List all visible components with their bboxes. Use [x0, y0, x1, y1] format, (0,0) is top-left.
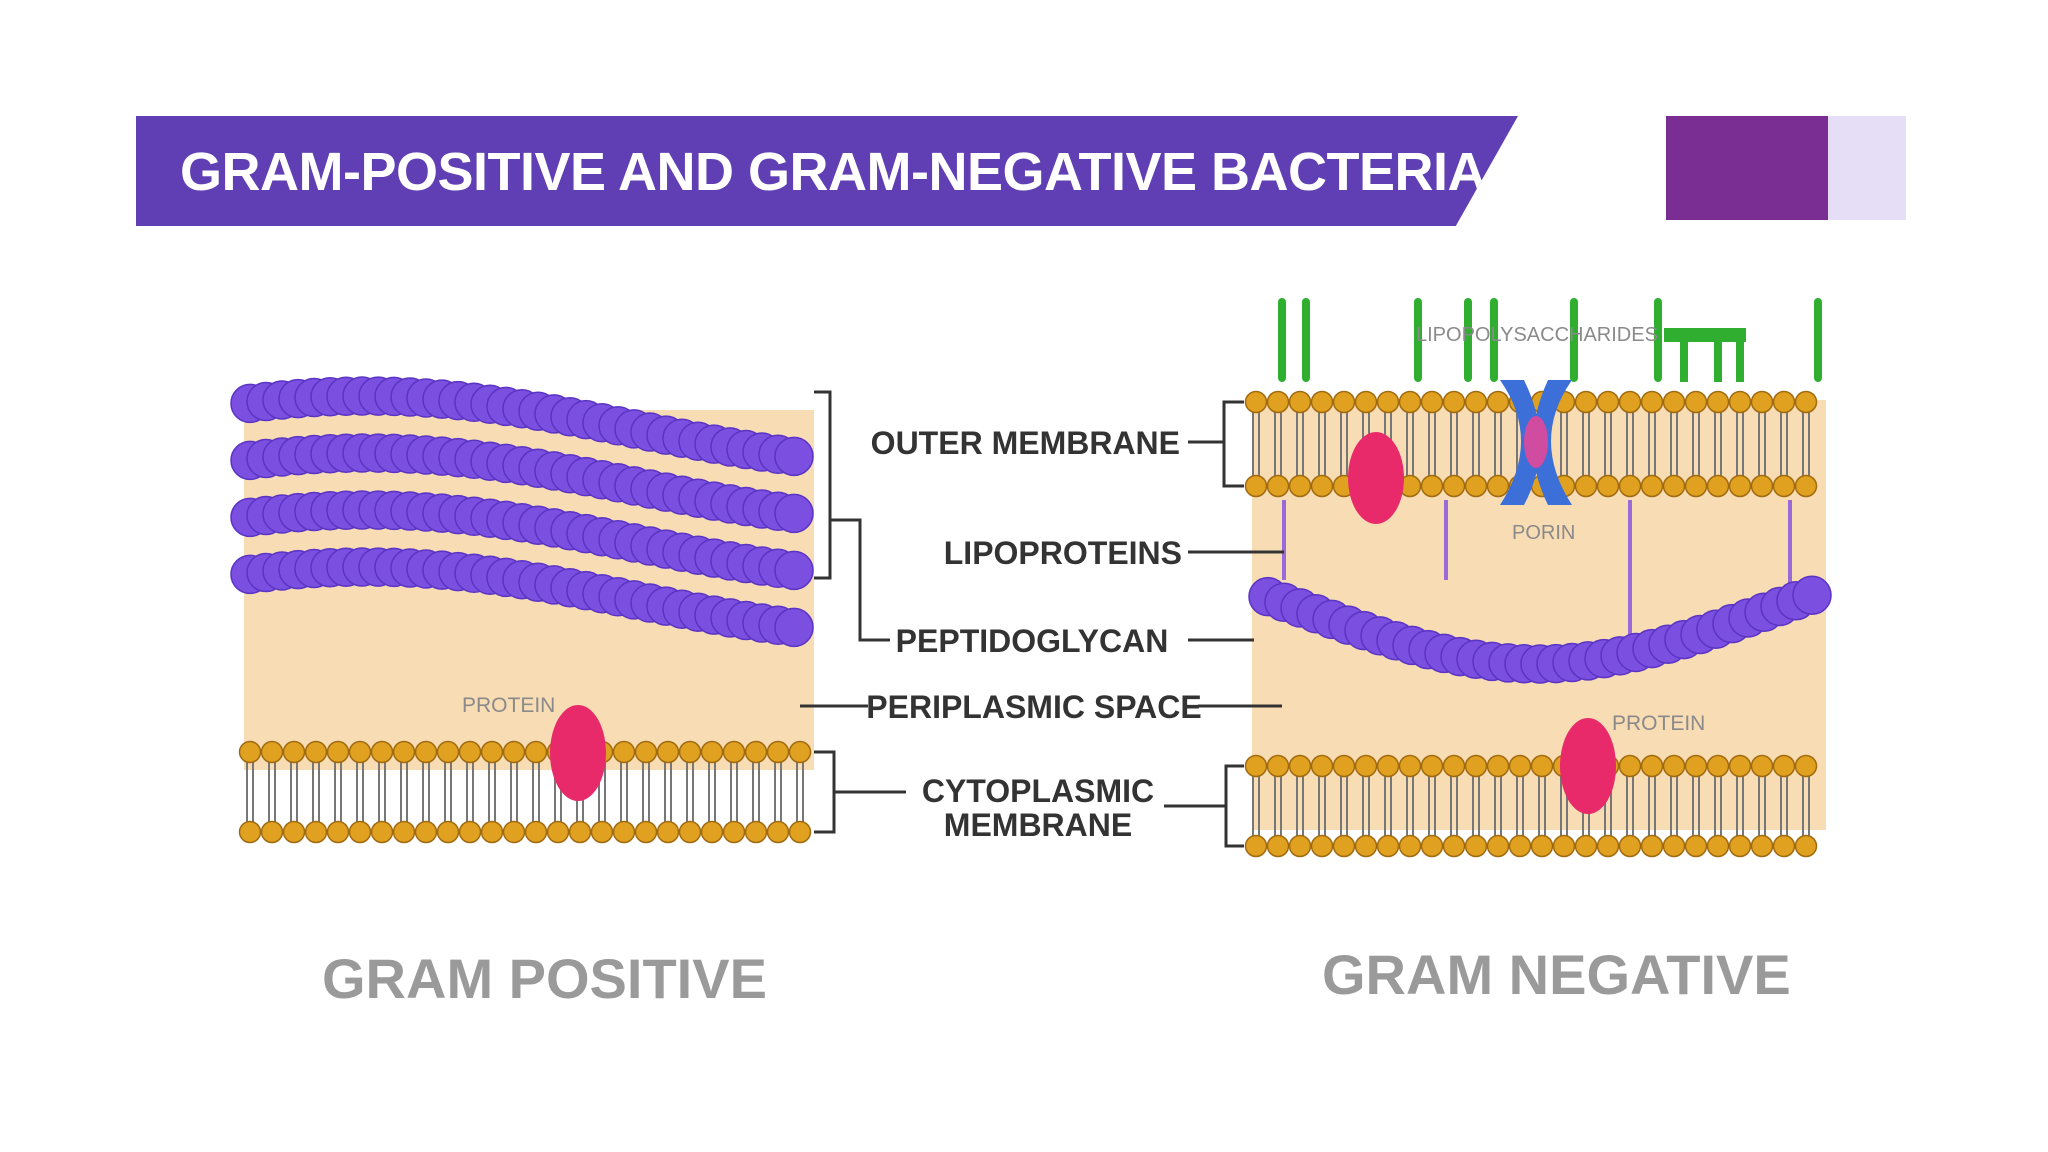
- gp-side-title: GRAM POSITIVE: [322, 947, 767, 1010]
- gram-negative-panel: LIPOPOLYSACCHARIDES PORIN PROTEIN GRAM N…: [1244, 298, 1832, 1006]
- label-cytoplasmic-line1: CYTOPLASMIC: [922, 773, 1154, 809]
- gn-porin-label: PORIN: [1512, 522, 1575, 544]
- gn-side-title: GRAM NEGATIVE: [1322, 943, 1791, 1006]
- gn-protein-outer: [1348, 432, 1404, 524]
- gp-cytoplasmic-membrane: [238, 740, 812, 844]
- gn-protein-inner: [1560, 718, 1616, 814]
- page-title: GRAM-POSITIVE AND GRAM-NEGATIVE BACTERIA: [180, 142, 1487, 202]
- gram-positive-panel: PROTEIN GRAM POSITIVE: [230, 376, 814, 1010]
- gn-cytoplasmic-membrane: [1244, 754, 1818, 858]
- gn-peptidoglycan: [1248, 575, 1832, 684]
- title-banner: GRAM-POSITIVE AND GRAM-NEGATIVE BACTERIA: [136, 116, 1518, 226]
- label-lipoproteins: LIPOPROTEINS: [944, 535, 1182, 571]
- label-outer-membrane: OUTER MEMBRANE: [871, 425, 1180, 461]
- label-cytoplasmic-line2: MEMBRANE: [944, 807, 1132, 843]
- gp-protein: [550, 705, 606, 801]
- gp-peptidoglycan-layers: [230, 376, 814, 648]
- label-peptidoglycan: PEPTIDOGLYCAN: [896, 623, 1169, 659]
- gn-lipopolysaccharides: [1278, 298, 1822, 382]
- accent-block-light: [1828, 116, 1906, 220]
- gn-porin: [1500, 380, 1572, 505]
- gn-lps-label: LIPOPOLYSACCHARIDES: [1416, 324, 1658, 346]
- center-labels: [800, 390, 1284, 848]
- gn-protein-label: PROTEIN: [1612, 712, 1705, 735]
- gp-protein-label: PROTEIN: [462, 694, 555, 717]
- accent-block-dark: [1666, 116, 1828, 220]
- gn-outer-membrane: [1244, 390, 1818, 498]
- label-periplasmic-space: PERIPLASMIC SPACE: [866, 689, 1201, 725]
